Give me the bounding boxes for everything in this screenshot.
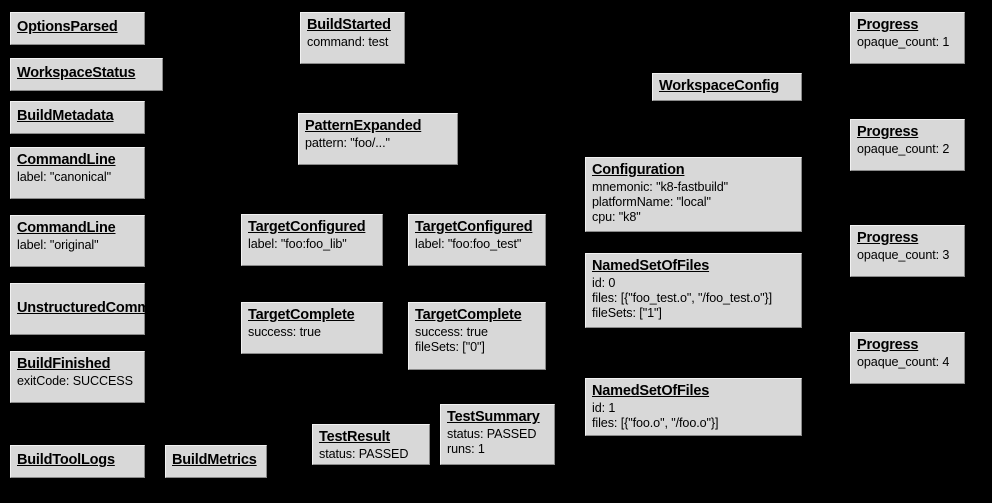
node-title: Configuration (592, 162, 685, 178)
node-attribute: files: [{"foo_test.o", "/foo_test.o"}] (592, 290, 773, 305)
node-attributes: label: "canonical" (17, 170, 138, 185)
node-title: CommandLine (17, 152, 116, 168)
node-title: TargetComplete (415, 307, 522, 323)
node-attribute: command: test (307, 35, 389, 50)
node-attribute: label: "canonical" (17, 170, 111, 185)
node-title: BuildMetrics (172, 452, 257, 469)
node-attribute: cpu: "k8" (592, 209, 641, 224)
node-attribute: id: 1 (592, 401, 616, 416)
node-attributes: command: test (307, 35, 398, 50)
node-attribute: fileSets: ["0"] (415, 339, 485, 354)
node-attributes: label: "original" (17, 238, 138, 253)
node-attributes: label: "foo:foo_test" (415, 237, 539, 252)
node-attributes: opaque_count: 2 (857, 142, 958, 157)
node-attributes: opaque_count: 3 (857, 248, 958, 263)
node-title: NamedSetOfFiles (592, 258, 710, 274)
node-title: CommandLine (17, 220, 116, 236)
node-workspace-status[interactable]: WorkspaceStatus (10, 58, 163, 91)
node-attribute: opaque_count: 1 (857, 35, 950, 50)
node-title: OptionsParsed (17, 19, 118, 36)
node-attributes: exitCode: SUCCESS (17, 374, 138, 389)
node-attributes: opaque_count: 1 (857, 35, 958, 50)
node-progress-2[interactable]: Progress opaque_count: 2 (850, 119, 965, 171)
node-attribute: label: "original" (17, 238, 99, 253)
node-options-parsed[interactable]: OptionsParsed (10, 12, 145, 45)
node-title: Progress (857, 230, 919, 246)
node-target-configured-foo-lib[interactable]: TargetConfigured label: "foo:foo_lib" (241, 214, 383, 266)
node-workspace-config[interactable]: WorkspaceConfig (652, 73, 802, 101)
node-build-metrics[interactable]: BuildMetrics (165, 445, 267, 478)
node-pattern-expanded[interactable]: PatternExpanded pattern: "foo/..." (298, 113, 458, 165)
node-attribute: platformName: "local" (592, 194, 711, 209)
node-build-started[interactable]: BuildStarted command: test (300, 12, 405, 64)
node-progress-1[interactable]: Progress opaque_count: 1 (850, 12, 965, 64)
node-test-result[interactable]: TestResult status: PASSED (312, 424, 430, 465)
node-attribute: fileSets: ["1"] (592, 305, 662, 320)
node-command-line-canonical[interactable]: CommandLine label: "canonical" (10, 147, 145, 199)
node-title: BuildStarted (307, 17, 391, 33)
node-title: WorkspaceConfig (659, 77, 780, 94)
node-target-complete-lib[interactable]: TargetComplete success: true (241, 302, 383, 354)
node-build-finished[interactable]: BuildFinished exitCode: SUCCESS (10, 351, 145, 403)
node-title: BuildFinished (17, 356, 111, 372)
node-title: BuildMetadata (17, 108, 114, 125)
node-title: Progress (857, 17, 919, 33)
node-title: TargetConfigured (248, 219, 366, 235)
node-attribute: opaque_count: 4 (857, 355, 950, 370)
node-title: Progress (857, 337, 919, 353)
node-configuration[interactable]: Configuration mnemonic: "k8-fastbuild"pla… (585, 157, 802, 232)
node-unstructured-command-line[interactable]: UnstructuredCommandLine (10, 283, 204, 335)
node-title: TargetComplete (248, 307, 355, 323)
node-title: BuildToolLogs (17, 452, 115, 469)
node-title: PatternExpanded (305, 118, 422, 134)
node-progress-3[interactable]: Progress opaque_count: 3 (850, 225, 965, 277)
node-title: TargetConfigured (415, 219, 533, 235)
node-attributes: success: true (248, 325, 376, 340)
node-attribute: opaque_count: 2 (857, 142, 950, 157)
node-attribute: files: [{"foo.o", "/foo.o"}] (592, 415, 719, 430)
node-build-tool-logs[interactable]: BuildToolLogs (10, 445, 145, 478)
node-attribute: status: PASSED (319, 447, 409, 462)
node-attribute: success: true (248, 325, 321, 340)
node-attributes: status: PASSED (319, 447, 423, 462)
node-title: TestSummary (447, 409, 540, 425)
node-attribute: label: "foo:foo_test" (415, 237, 522, 252)
node-build-metadata[interactable]: BuildMetadata (10, 101, 145, 134)
node-title: UnstructuredCommandLine (17, 299, 205, 316)
node-attributes: mnemonic: "k8-fastbuild"platformName: "l… (592, 180, 795, 225)
node-attribute: label: "foo:foo_lib" (248, 237, 347, 252)
node-attributes: pattern: "foo/..." (305, 136, 451, 151)
node-title: NamedSetOfFiles (592, 383, 710, 399)
node-attribute: pattern: "foo/..." (305, 136, 390, 151)
node-title: WorkspaceStatus (17, 65, 136, 82)
node-attribute: id: 0 (592, 276, 616, 291)
node-command-line-original[interactable]: CommandLine label: "original" (10, 215, 145, 267)
node-target-configured-foo-test[interactable]: TargetConfigured label: "foo:foo_test" (408, 214, 546, 266)
node-attribute: success: true (415, 325, 488, 340)
node-title: Progress (857, 124, 919, 140)
node-attribute: exitCode: SUCCESS (17, 374, 133, 389)
node-attributes: label: "foo:foo_lib" (248, 237, 376, 252)
node-attribute: opaque_count: 3 (857, 248, 950, 263)
node-attributes: opaque_count: 4 (857, 355, 958, 370)
node-title: TestResult (319, 429, 391, 445)
node-attribute: mnemonic: "k8-fastbuild" (592, 180, 729, 195)
node-attribute: runs: 1 (447, 441, 485, 456)
node-attribute: status: PASSED (447, 427, 537, 442)
node-progress-4[interactable]: Progress opaque_count: 4 (850, 332, 965, 384)
